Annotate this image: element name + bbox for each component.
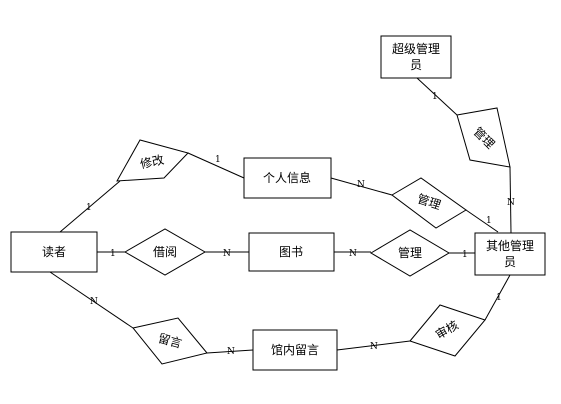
relation-super-manage[interactable]: 管理	[456, 107, 511, 168]
entity-book[interactable]: 图书	[248, 232, 335, 272]
relation-borrow[interactable]: 借阅	[123, 228, 207, 276]
line-reader-modify	[59, 180, 121, 233]
entity-other-admin-label-line1: 其他管理	[486, 238, 534, 253]
line-review-admin	[484, 274, 511, 321]
relation-borrow-label: 借阅	[153, 245, 177, 259]
entity-reader-label: 读者	[42, 245, 66, 259]
card-reader-borrow: 1	[110, 249, 116, 259]
card-manage-admin-book: 1	[462, 250, 468, 260]
card-borrow-book: N	[223, 249, 231, 259]
entity-reader[interactable]: 读者	[10, 231, 98, 273]
line-reader-message	[49, 271, 134, 329]
relation-manage-info-label: 管理	[415, 191, 442, 213]
card-manage-admin: 1	[486, 216, 492, 226]
entity-super-admin-label-line1: 超级管理	[392, 41, 440, 56]
entity-other-admin[interactable]: 其他管理 员	[474, 232, 546, 276]
card-reader-message: N	[90, 297, 98, 307]
entity-book-label: 图书	[279, 245, 303, 259]
line-msg-review	[336, 340, 411, 351]
entity-personal-info-label: 个人信息	[263, 170, 311, 185]
line-super-manage-admin	[509, 166, 512, 234]
card-book-manage: N	[349, 249, 357, 259]
card-review-admin: 1	[496, 293, 502, 303]
card-modify-info: 1	[215, 155, 221, 165]
card-reader-modify: 1	[86, 203, 92, 213]
line-info-manage	[330, 177, 393, 196]
card-super-top: 1	[432, 92, 438, 102]
card-super-bottom: N	[507, 198, 515, 208]
relation-manage-book-label: 管理	[398, 245, 422, 260]
relation-modify[interactable]: 修改	[116, 139, 189, 182]
entity-personal-info[interactable]: 个人信息	[243, 157, 332, 199]
card-info-manage: N	[357, 180, 365, 190]
relation-leave-message-label: 留言	[157, 331, 184, 351]
connections	[49, 77, 512, 354]
entity-other-admin-label-line2: 员	[504, 255, 516, 269]
entity-library-message-label: 馆内留言	[271, 342, 319, 357]
line-message-msg	[206, 349, 254, 354]
line-manage-admin	[465, 209, 499, 233]
relation-manage-book[interactable]: 管理	[370, 229, 450, 277]
entity-super-admin[interactable]: 超级管理 员	[380, 35, 452, 79]
line-super-manage	[416, 77, 458, 116]
card-message-msg: N	[227, 347, 235, 357]
relation-modify-label: 修改	[139, 152, 166, 172]
entity-library-message[interactable]: 馆内留言	[252, 329, 338, 371]
line-modify-info	[187, 152, 245, 179]
card-msg-review: N	[370, 342, 378, 352]
relation-manage-info[interactable]: 管理	[391, 177, 467, 229]
entity-super-admin-label-line2: 员	[410, 58, 422, 72]
relation-leave-message[interactable]: 留言	[132, 317, 208, 365]
cardinalities: 1 1 N 1 1 N N 1 N N N 1 1 N	[86, 92, 515, 357]
relation-review[interactable]: 审核	[409, 304, 486, 357]
